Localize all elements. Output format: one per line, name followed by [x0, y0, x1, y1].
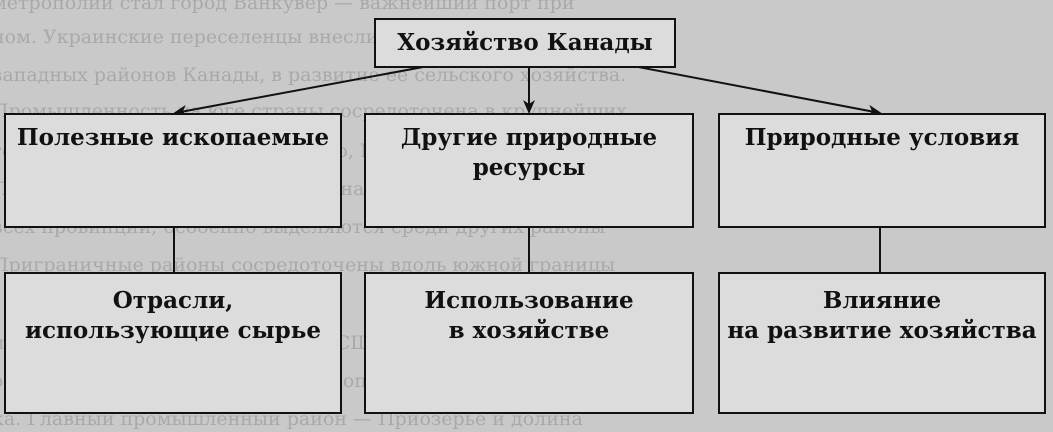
box-influence-on-economy-label: Влияние на развитие хозяйства: [727, 287, 1037, 344]
box-other-natural-resources: Другие природные ресурсы: [364, 113, 694, 228]
arrow-to-natural-conditions: [611, 61, 882, 117]
diagram-title: Хозяйство Канады: [397, 29, 653, 56]
arrow-to-minerals: [173, 61, 451, 117]
box-minerals: Полезные ископаемые: [4, 113, 342, 228]
box-other-natural-resources-label: Другие природные ресурсы: [400, 124, 658, 181]
box-raw-material-industries-label: Отрасли, использующие сырье: [24, 287, 322, 344]
box-influence-on-economy: Влияние на развитие хозяйства: [718, 272, 1046, 414]
box-economic-usage: Использование в хозяйстве: [364, 272, 694, 414]
box-natural-conditions-label: Природные условия: [744, 124, 1020, 151]
box-minerals-label: Полезные ископаемые: [16, 124, 330, 151]
box-raw-material-industries: Отрасли, использующие сырье: [4, 272, 342, 414]
diagram-title-box: Хозяйство Канады: [374, 18, 676, 68]
box-natural-conditions: Природные условия: [718, 113, 1046, 228]
box-economic-usage-label: Использование в хозяйстве: [424, 287, 634, 344]
